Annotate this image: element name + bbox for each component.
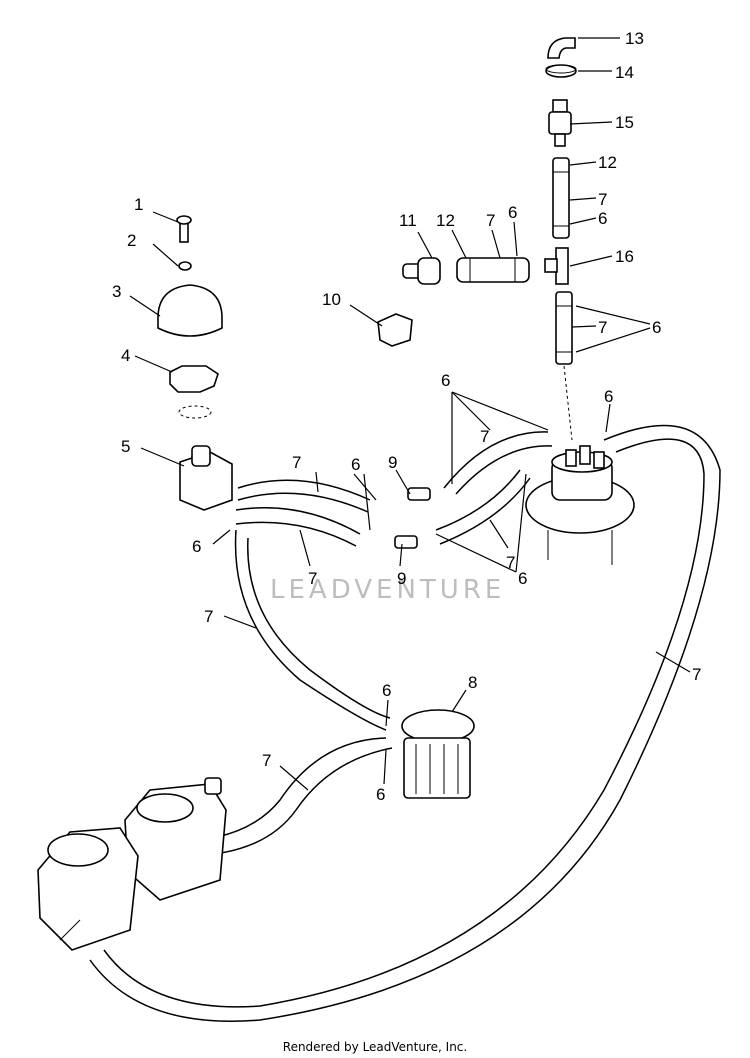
callout-6-hose-pair: 6 (351, 455, 360, 474)
branch-assembly (402, 257, 530, 285)
callout-1: 1 (134, 195, 143, 214)
callout-7-tank-upper: 7 (480, 427, 489, 446)
check-valve-part-15 (552, 99, 568, 113)
callout-7-right: 7 (692, 665, 701, 684)
filter-part-8 (401, 709, 475, 799)
callout-6-branch: 6 (508, 203, 517, 222)
cap-part-3 (157, 284, 223, 337)
leader-lines (129, 37, 691, 791)
branch-hose (456, 257, 530, 283)
callout-7-left: 7 (204, 607, 213, 626)
callout-14: 14 (615, 63, 634, 82)
carburetors (37, 777, 227, 951)
callout-labels: 13 14 15 12 7 6 16 7 6 1 2 3 4 5 10 11 1… (112, 29, 701, 804)
callout-5: 5 (121, 437, 130, 456)
callout-8: 8 (468, 673, 477, 692)
callout-7-branch: 7 (486, 211, 495, 230)
nut-part-4 (169, 365, 219, 393)
callout-11: 11 (399, 211, 417, 230)
fuel-valve-part-5 (179, 445, 233, 511)
upper-vent-hose (552, 157, 570, 239)
tank-sender (525, 445, 635, 565)
callout-6-upper: 6 (598, 209, 607, 228)
callout-15: 15 (615, 113, 634, 132)
callout-16: 16 (615, 247, 634, 266)
callout-7-hose-upper: 7 (292, 453, 301, 472)
callout-7-hose-lower: 7 (308, 569, 317, 588)
callout-4: 4 (121, 346, 130, 365)
callout-6-tank-group: 6 (441, 371, 450, 390)
callout-7-tank-lower: 7 (506, 553, 515, 572)
callout-3: 3 (112, 282, 121, 301)
callout-9-lower: 9 (397, 569, 406, 588)
clip-part-10 (377, 313, 413, 347)
callout-7-upper: 7 (598, 190, 607, 209)
callout-10: 10 (322, 290, 341, 309)
fuel-hoses (89, 424, 721, 1022)
callout-13: 13 (625, 29, 644, 48)
footer-credit: Rendered by LeadVenture, Inc. (282, 1040, 468, 1054)
callout-9-upper: 9 (388, 453, 397, 472)
vent-elbow-part-13 (547, 37, 576, 59)
callout-7-carb: 7 (262, 751, 271, 770)
vent-line-assembly (544, 37, 577, 441)
callout-6-filter-upper: 6 (382, 681, 391, 700)
callout-6-lower: 6 (652, 318, 661, 337)
callout-7-lower: 7 (598, 318, 607, 337)
washer-part-2 (178, 261, 192, 271)
vent-clamp-part-14 (545, 64, 577, 78)
inline-filters (394, 487, 431, 549)
callout-12-upper: 12 (598, 153, 617, 172)
callout-6-filter-lower: 6 (376, 785, 385, 804)
callout-12-branch: 12 (436, 211, 455, 230)
watermark: LEADVENTURE (270, 575, 505, 605)
callout-6-tank-right: 6 (604, 387, 613, 406)
cap-assembly (157, 215, 413, 419)
callout-6-tank-lower: 6 (518, 569, 527, 588)
lower-vent-hose (555, 291, 573, 365)
callout-2: 2 (127, 231, 136, 250)
callout-6-valve: 6 (192, 537, 201, 556)
